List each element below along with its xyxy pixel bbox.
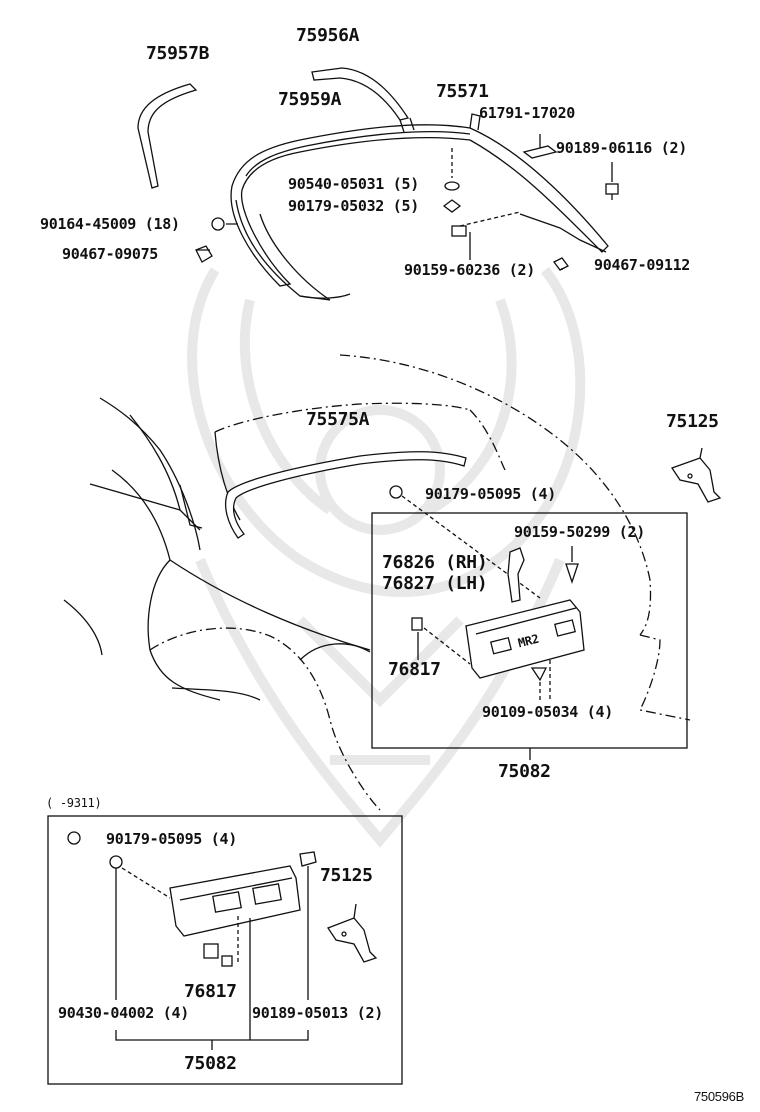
label-90540-05031: 90540-05031 (5) bbox=[288, 175, 419, 193]
fastener-90189-05013 bbox=[299, 851, 317, 867]
fastener-90467-09112 bbox=[553, 257, 569, 271]
fastener-90179-05095-lower bbox=[67, 831, 81, 845]
fastener-90164-45009 bbox=[211, 217, 225, 231]
label-75575A: 75575A bbox=[306, 409, 370, 430]
label-75957B: 75957B bbox=[146, 43, 210, 64]
label-range-note: ( -9311) bbox=[46, 796, 102, 810]
label-76827: 76827 (LH) bbox=[382, 573, 488, 594]
label-90189-06116: 90189-06116 (2) bbox=[556, 139, 687, 157]
label-76817-lower: 76817 bbox=[184, 981, 237, 1002]
fastener-90109-05034 bbox=[530, 667, 548, 682]
label-76817: 76817 bbox=[388, 659, 441, 680]
part-75125-bracket bbox=[670, 447, 722, 503]
part-76826-76827 bbox=[507, 547, 525, 603]
label-90467-09112: 90467-09112 bbox=[594, 256, 691, 274]
part-75957B bbox=[137, 83, 198, 189]
label-75082-lower: 75082 bbox=[184, 1053, 237, 1074]
label-75959A: 75959A bbox=[278, 89, 342, 110]
part-75956A bbox=[311, 67, 410, 121]
fastener-90159-60236 bbox=[451, 225, 467, 237]
label-75571: 75571 bbox=[436, 81, 489, 102]
car-body-outline bbox=[63, 354, 691, 811]
label-75125-lower: 75125 bbox=[320, 865, 373, 886]
label-90159-60236: 90159-60236 (2) bbox=[404, 261, 535, 279]
part-75575A bbox=[224, 451, 467, 539]
part-75082-garnish bbox=[465, 599, 585, 679]
label-75956A: 75956A bbox=[296, 25, 360, 46]
fastener-90179-05095 bbox=[389, 485, 403, 499]
part-75125-bracket-lower bbox=[327, 903, 378, 963]
label-90109-05034: 90109-05034 (4) bbox=[482, 703, 613, 721]
label-75082: 75082 bbox=[498, 761, 551, 782]
label-90179-05095-lower: 90179-05095 (4) bbox=[106, 830, 237, 848]
label-90189-05013: 90189-05013 (2) bbox=[252, 1004, 383, 1022]
part-76817-lower bbox=[203, 943, 233, 967]
fastener-90159-50299 bbox=[565, 563, 579, 585]
label-90179-05032: 90179-05032 (5) bbox=[288, 197, 419, 215]
label-90164-45009: 90164-45009 (18) bbox=[40, 215, 180, 233]
label-90467-09075: 90467-09075 bbox=[62, 245, 159, 263]
fastener-90189-06116 bbox=[605, 183, 619, 200]
label-76826: 76826 (RH) bbox=[382, 552, 488, 573]
watermark-emblem bbox=[187, 266, 586, 848]
label-75125: 75125 bbox=[666, 411, 719, 432]
label-90179-05095: 90179-05095 (4) bbox=[425, 485, 556, 503]
fastener-90467-09075 bbox=[195, 245, 213, 263]
part-75959A bbox=[230, 113, 609, 301]
label-90159-50299: 90159-50299 (2) bbox=[514, 523, 645, 541]
part-76817 bbox=[411, 617, 423, 631]
figure-reference: 750596B bbox=[694, 1089, 744, 1104]
group-box-pre-9311 bbox=[47, 815, 403, 1085]
fastener-90540-05031 bbox=[444, 181, 460, 191]
label-90430-04002: 90430-04002 (4) bbox=[58, 1004, 189, 1022]
fastener-90430-04002 bbox=[109, 855, 123, 869]
label-61791-17020: 61791-17020 bbox=[479, 104, 576, 122]
part-75082-garnish-lower bbox=[169, 865, 301, 937]
fastener-90179-05032 bbox=[442, 199, 462, 213]
